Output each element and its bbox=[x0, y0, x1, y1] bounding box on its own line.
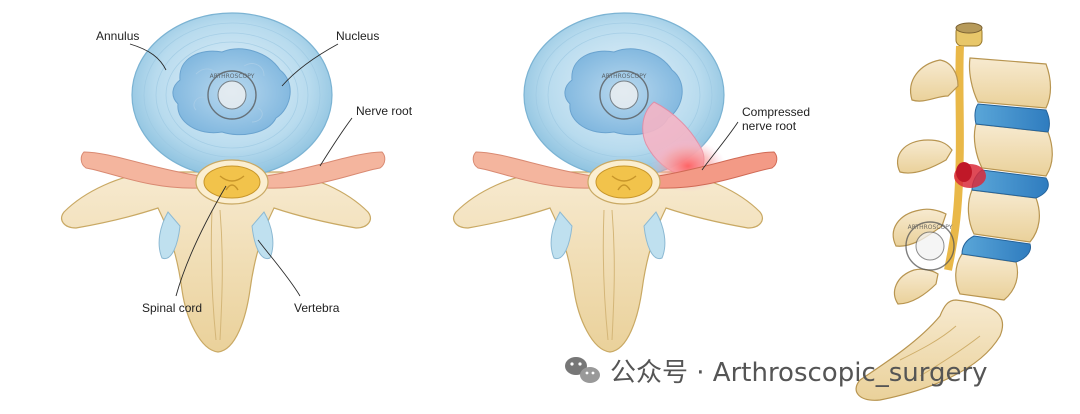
watermark-seal: ARTHROSCOPY bbox=[207, 70, 257, 120]
label-annulus: Annulus bbox=[96, 29, 139, 43]
cauda-equina bbox=[944, 45, 964, 271]
spinal-cord bbox=[595, 165, 653, 199]
panel-lumbar-spine bbox=[855, 22, 1053, 401]
spinal-cord bbox=[203, 165, 261, 199]
label-compressed-line2: nerve root bbox=[742, 119, 797, 133]
posterior-elements bbox=[892, 59, 959, 305]
panel-normal-disc: Annulus Nucleus Nerve root Spinal cord V… bbox=[61, 12, 413, 353]
leader-vertebra bbox=[257, 239, 301, 297]
leader-annulus bbox=[129, 43, 167, 71]
label-spinal-cord: Spinal cord bbox=[142, 301, 202, 315]
wechat-icon bbox=[565, 357, 600, 383]
leader-spinal-cord bbox=[175, 185, 227, 297]
footer-watermark: 公众号 · Arthroscopic_surgery bbox=[565, 357, 988, 388]
leader-nucleus bbox=[281, 43, 339, 87]
spinal-cord-grey-matter bbox=[611, 175, 637, 191]
intervertebral-discs bbox=[961, 103, 1050, 263]
label-nerve-root: Nerve root bbox=[356, 104, 413, 118]
seal-text: ARTHROSCOPY bbox=[210, 73, 255, 80]
seal-text: ARTHROSCOPY bbox=[602, 73, 647, 80]
label-nucleus: Nucleus bbox=[336, 29, 379, 43]
label-compressed-line1: Compressed bbox=[742, 105, 810, 119]
watermark-seal: ARTHROSCOPY bbox=[599, 70, 649, 120]
leader-compressed-nerve-root bbox=[701, 121, 739, 171]
sacrum bbox=[855, 299, 1004, 401]
label-vertebra: Vertebra bbox=[294, 301, 340, 315]
spinal-cord-grey-matter bbox=[219, 175, 245, 191]
nucleus-swirls bbox=[193, 63, 265, 123]
footer-watermark-text: 公众号 · Arthroscopic_surgery bbox=[610, 358, 988, 388]
watermark-seal: ARTHROSCOPY bbox=[905, 221, 955, 271]
seal-text: ARTHROSCOPY bbox=[908, 224, 953, 231]
vertebral-bodies bbox=[955, 57, 1053, 301]
panel-herniated-disc: Compressed nerve root bbox=[453, 12, 810, 353]
leader-nerve-root bbox=[319, 117, 353, 167]
